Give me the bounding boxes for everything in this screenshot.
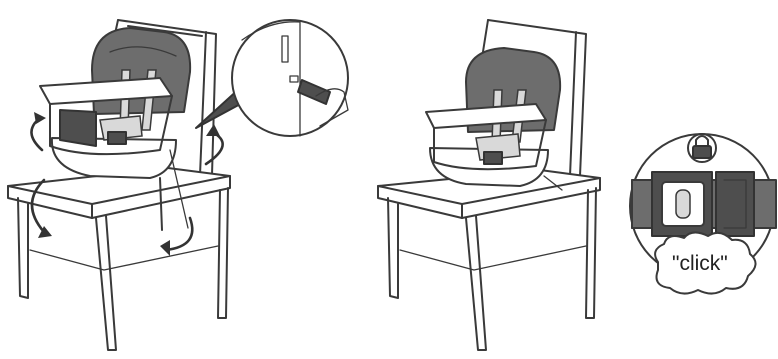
lock-icon [688, 134, 716, 162]
detail-callout [196, 20, 348, 136]
click-text: "click" [672, 252, 728, 276]
booster-seat-middle [426, 48, 562, 190]
